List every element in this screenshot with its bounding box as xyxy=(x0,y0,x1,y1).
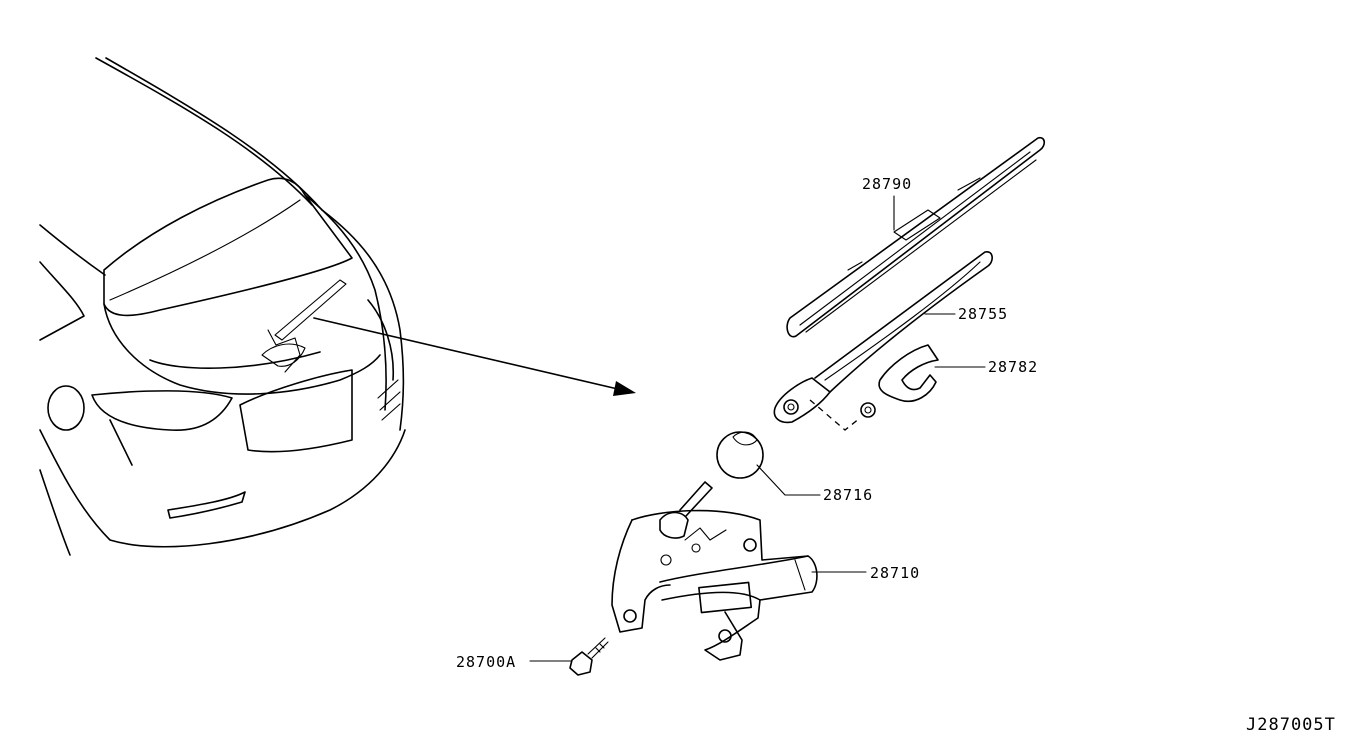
part-label-28710[interactable]: 28710 xyxy=(870,564,920,582)
part-label-28755[interactable]: 28755 xyxy=(958,305,1008,323)
pivot-cap-28716 xyxy=(716,431,764,479)
bolt-28700A xyxy=(569,637,609,676)
wiper-blade-28790 xyxy=(786,136,1046,338)
part-label-28700A[interactable]: 28700A xyxy=(456,653,516,671)
wiper-arm-28755 xyxy=(773,251,993,424)
part-label-28782[interactable]: 28782 xyxy=(988,358,1038,376)
wiper-motor-28710 xyxy=(611,481,818,661)
assembly-guide-dashed xyxy=(809,399,861,431)
cap-28782 xyxy=(860,344,939,418)
vehicle-rear-illustration xyxy=(39,57,406,556)
pointer-arrow xyxy=(313,317,636,396)
part-label-28716[interactable]: 28716 xyxy=(823,486,873,504)
callout-leaders xyxy=(529,195,986,662)
diagram-code: J287005T xyxy=(1246,715,1336,735)
part-label-28790[interactable]: 28790 xyxy=(862,175,912,193)
